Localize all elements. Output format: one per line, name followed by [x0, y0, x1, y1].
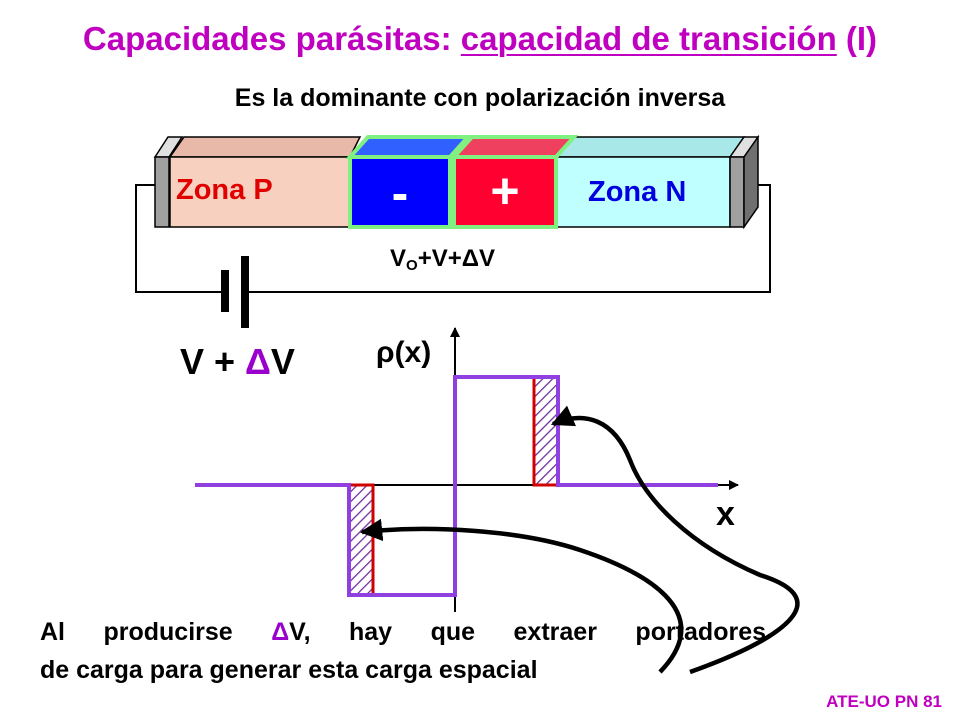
zona-n-label: Zona N — [588, 176, 686, 208]
title-prefix: Capacidades parásitas: — [82, 20, 461, 57]
arrow-to-negative — [359, 518, 684, 674]
circuit-wire-left — [135, 184, 222, 293]
slide-title: Capacidades parásitas: capacidad de tran… — [0, 20, 960, 58]
title-underlined: capacidad de transición — [460, 20, 837, 57]
delta-edge-negative — [349, 483, 375, 595]
subtitle: Es la dominante con polarización inversa — [234, 84, 726, 112]
rho-profile — [195, 375, 718, 597]
caption-delta: Δ — [271, 618, 290, 646]
caption-line-1: Al producirse ΔV, hay que extraer portad… — [40, 618, 767, 646]
minus-block — [345, 135, 473, 229]
zona-p-label: Zona P — [176, 174, 273, 206]
delta-charge-negative — [349, 485, 373, 595]
plus-sign: + — [490, 163, 519, 219]
minus-sign: - — [392, 165, 409, 221]
left-contact — [153, 136, 184, 228]
zona-p-block — [168, 136, 362, 228]
plus-block — [449, 135, 579, 229]
slide-footer: ATE-UO PN 81 — [826, 692, 942, 711]
delta-charge-positive — [534, 377, 558, 485]
junction-voltage-label: VO+V+ΔV — [390, 245, 495, 274]
caption-line-2: de carga para generar esta carga espacia… — [40, 656, 538, 684]
x-axis-label: x — [716, 495, 735, 533]
zona-n-block — [554, 136, 746, 228]
arrow-to-positive — [550, 405, 800, 675]
source-voltage-label: V + ΔV — [180, 341, 295, 382]
right-contact — [728, 134, 760, 230]
y-axis-label: ρ(x) — [376, 336, 431, 369]
title-suffix: (I) — [836, 20, 878, 57]
delta-edge-positive — [532, 377, 558, 487]
